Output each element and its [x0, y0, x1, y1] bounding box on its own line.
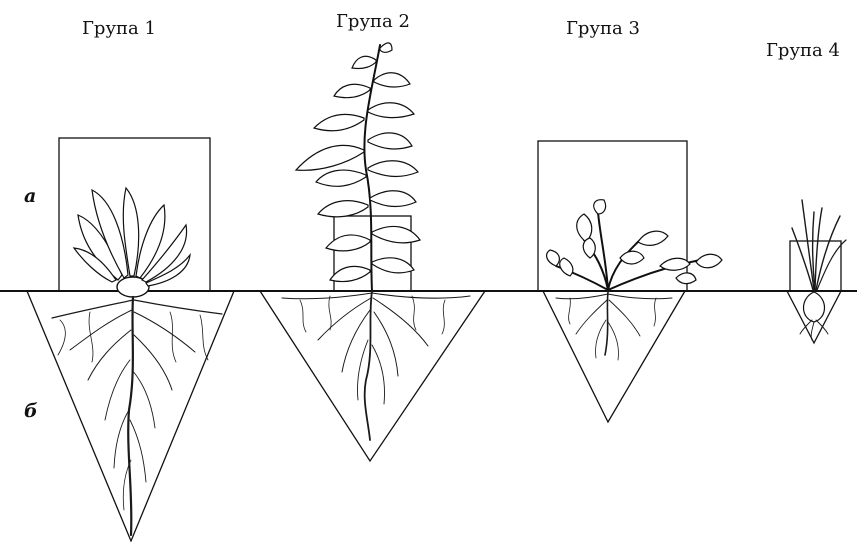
group-1-label: Група 1	[82, 18, 156, 39]
group-2-label: Група 2	[336, 11, 410, 32]
zone-below-ground-label: б	[24, 400, 38, 422]
group-3-root-triangle	[541, 290, 687, 424]
group-4-leaves	[791, 199, 847, 291]
group-4-roots	[799, 319, 829, 341]
group-4-plant	[785, 199, 847, 345]
group-1-leaves	[72, 186, 191, 287]
group-3-plant	[537, 140, 723, 424]
group-2-roots	[281, 290, 471, 441]
group-1-plant	[26, 137, 235, 542]
group-4-label: Група 4	[766, 40, 840, 61]
group-2-root-triangle	[258, 290, 487, 463]
group-2-leaves	[294, 42, 421, 283]
group-2-plant	[258, 42, 487, 463]
group-2-stem	[363, 44, 381, 292]
group-4-root-triangle	[785, 290, 843, 345]
group-3-leaves	[546, 199, 723, 285]
group-3-label: Група 3	[566, 18, 640, 39]
group-1-roots	[51, 295, 223, 537]
group-3-roots	[555, 291, 673, 361]
zone-above-ground-label: а	[24, 185, 37, 207]
group-4-bulb	[802, 291, 826, 323]
